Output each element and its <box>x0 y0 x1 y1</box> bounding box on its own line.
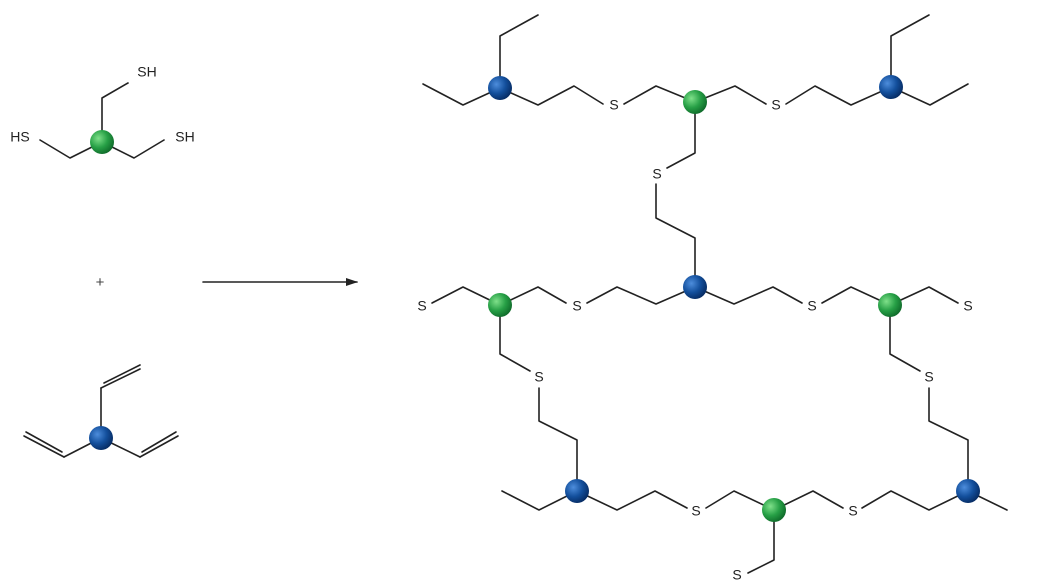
bond <box>773 490 844 511</box>
blue-core-node <box>879 75 903 99</box>
bond <box>655 183 696 288</box>
blue-core-node <box>488 76 512 100</box>
sulfur-label: S <box>732 567 741 583</box>
sulfur-label: S <box>807 298 816 314</box>
blue-core-node <box>683 275 707 299</box>
sulfur-label: S <box>924 369 933 385</box>
double-bond <box>141 431 177 453</box>
bond <box>501 490 578 511</box>
green-core-node <box>878 293 902 317</box>
sulfur-label: S <box>417 298 426 314</box>
sulfur-label: S <box>771 97 780 113</box>
bond <box>623 85 696 105</box>
bond <box>431 286 501 306</box>
blue-core-node <box>956 479 980 503</box>
sulfur-label: S <box>652 166 661 182</box>
bond <box>499 286 567 306</box>
sulfur-label: S <box>848 503 857 519</box>
bond <box>747 509 775 574</box>
bond <box>889 304 921 372</box>
bond <box>499 14 539 89</box>
trithiol-reactant: SH HS SH <box>10 64 195 159</box>
bond <box>861 490 969 511</box>
bond <box>694 85 767 105</box>
bond <box>538 387 578 492</box>
green-core-node <box>90 130 114 154</box>
bond <box>889 286 959 306</box>
bond <box>890 83 969 106</box>
green-core-node <box>683 90 707 114</box>
bond <box>928 387 969 492</box>
bond <box>422 83 501 106</box>
bond <box>101 82 129 143</box>
double-bond <box>103 364 141 384</box>
sulfur-label: S <box>963 298 972 314</box>
green-core-node <box>762 498 786 522</box>
bond <box>890 14 930 88</box>
sulfur-label: S <box>572 298 581 314</box>
trivinyl-reactant <box>23 364 179 458</box>
blue-core-node <box>89 426 113 450</box>
bond <box>586 286 696 305</box>
sulfur-label: S <box>691 503 700 519</box>
bond <box>821 286 891 306</box>
thiol-label: SH <box>137 64 156 80</box>
plus-sign: + <box>96 274 105 291</box>
bond <box>499 85 604 106</box>
bond <box>785 85 892 106</box>
double-bond <box>25 431 63 453</box>
double-bond <box>23 435 65 458</box>
bond <box>499 304 531 372</box>
blue-core-node <box>565 479 589 503</box>
bond <box>576 490 688 511</box>
bond <box>666 101 696 169</box>
double-bond <box>139 435 179 458</box>
bond <box>705 490 775 511</box>
green-core-node <box>488 293 512 317</box>
thiol-label: HS <box>10 129 29 145</box>
sulfur-label: S <box>609 97 618 113</box>
thiol-label: SH <box>175 129 194 145</box>
double-bond <box>100 368 141 389</box>
sulfur-label: S <box>534 369 543 385</box>
bond <box>694 286 803 305</box>
thiol-ene-network-product: S S S S S S S S S S S S <box>417 14 1008 583</box>
